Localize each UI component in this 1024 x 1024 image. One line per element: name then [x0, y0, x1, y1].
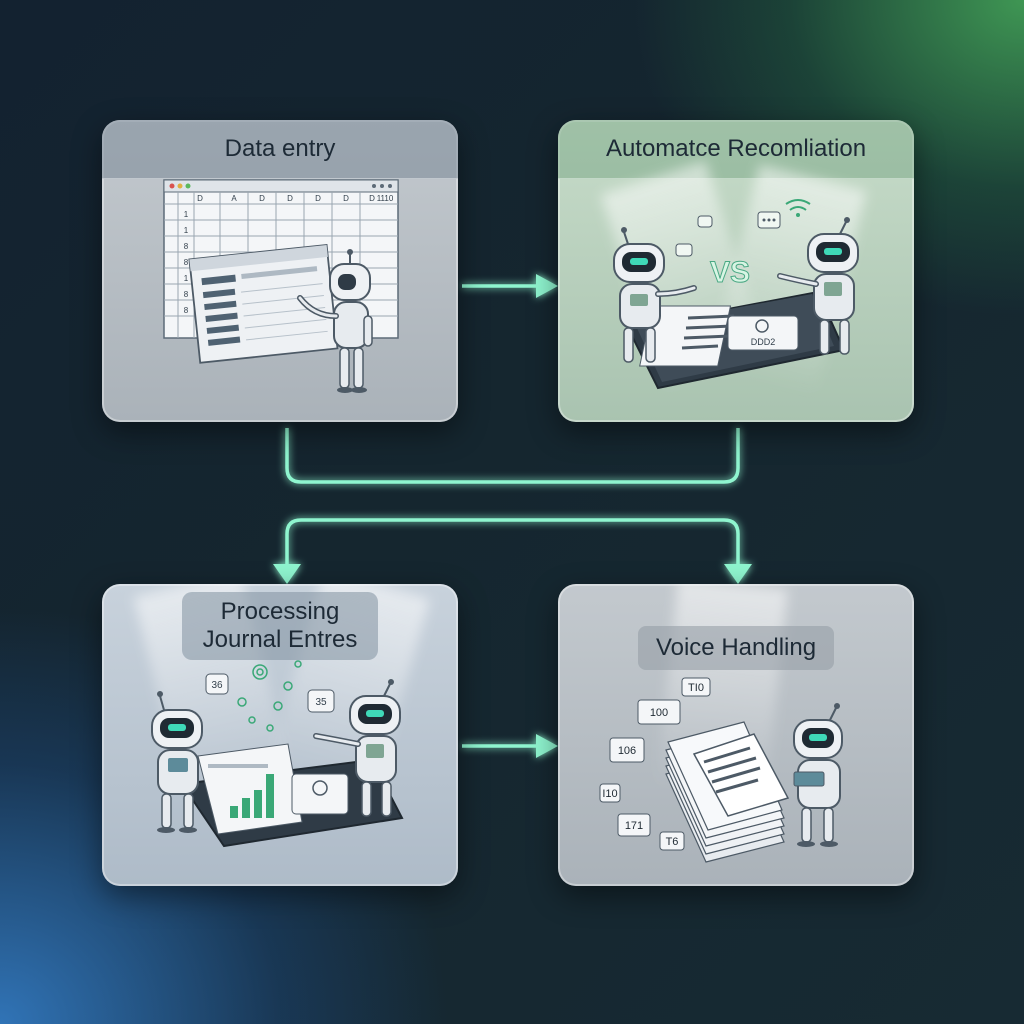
panel-title: Data entry: [102, 120, 458, 179]
robot-left: [613, 227, 697, 363]
panel-title: Automatce Recomliation: [558, 120, 914, 179]
panel-data-entry: Data entry D A D D D D D 1110 1 1 8: [102, 120, 458, 422]
card-label: DDD2: [751, 337, 776, 347]
robot-voice: [793, 703, 843, 847]
sheet-col-6: D: [343, 194, 349, 203]
robot-data-entry: [297, 249, 373, 393]
sheet-col-4: D: [287, 194, 293, 203]
arrowhead-left-down: [273, 564, 301, 584]
arrowhead-right-down: [724, 564, 752, 584]
robot-right: [777, 217, 859, 355]
sheet-col-3: D: [259, 194, 265, 203]
tag-4: I10: [602, 788, 617, 800]
sheet-row-7: 8: [184, 306, 189, 315]
panel-reconciliation: Automatce Recomliation DDD2 VS: [558, 120, 914, 422]
split-connector: [285, 518, 740, 568]
arrowhead-bottom: [536, 734, 558, 758]
loop-connector: [285, 428, 740, 484]
vs-label: VS: [710, 256, 750, 289]
badge-36: 36: [211, 680, 223, 691]
sheet-col-8: 1110: [377, 194, 394, 203]
tag-3: 106: [618, 745, 636, 757]
tag-1: TI0: [688, 682, 704, 694]
journal-illustration: 36 35: [151, 660, 404, 848]
tag-6: T6: [666, 836, 679, 848]
voice-illustration: TI0 100 106 I10 171 T6: [599, 677, 843, 863]
sheet-col-7: D: [369, 194, 375, 203]
sheet-col-1: D: [197, 194, 203, 203]
tag-2: 100: [650, 707, 668, 719]
sheet-row-3: 8: [184, 242, 189, 251]
robot-left: [151, 691, 203, 833]
sheet-row-4: 8: [184, 258, 189, 267]
panel-title: Voice Handling: [638, 626, 834, 670]
tag-5: 171: [625, 820, 643, 832]
spreadsheet-robot-illustration: D A D D D D D 1110 1 1 8 8 1 8 8: [163, 179, 399, 393]
sheet-row-2: 1: [184, 226, 189, 235]
arrowhead-top: [536, 274, 558, 298]
reconciliation-illustration: DDD2 VS: [613, 199, 859, 390]
sheet-row-5: 1: [184, 274, 189, 283]
panel-title-line-1: Processing: [220, 598, 340, 625]
panel-title: Processing Journal Entres: [182, 592, 378, 660]
robot-right: [313, 679, 401, 817]
sheet-row-6: 8: [184, 290, 189, 299]
panel-title-line-2: Journal Entres: [202, 626, 358, 653]
panel-voice-handling: Voice Handling TI0 100 106 I10 171 T6: [558, 584, 914, 886]
panel-journal-entries: Processing Journal Entres 36 35: [102, 584, 458, 886]
badge-35: 35: [315, 697, 327, 708]
sheet-row-1: 1: [184, 210, 189, 219]
sheet-col-2: A: [231, 194, 237, 203]
sheet-col-5: D: [315, 194, 321, 203]
